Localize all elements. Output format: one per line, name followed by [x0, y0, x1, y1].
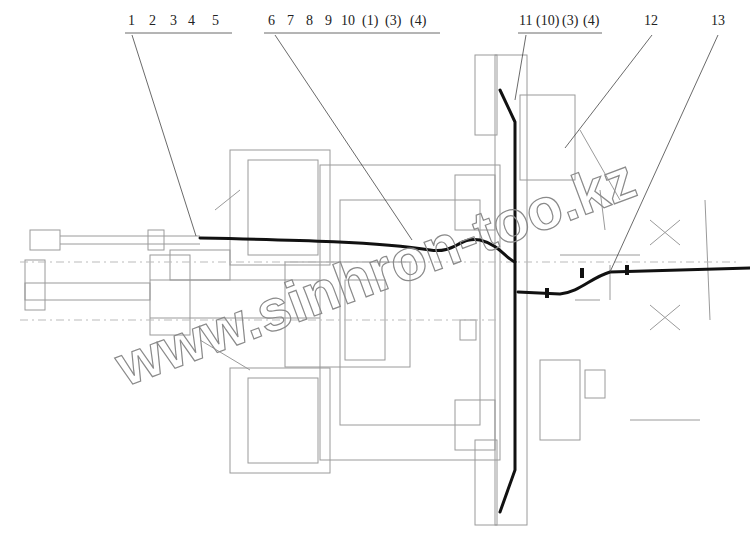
- callout-number: 3: [170, 14, 177, 28]
- callout-number: 4: [188, 14, 195, 28]
- callout-number: (4): [583, 14, 599, 28]
- watermark: www.sinhron-too.kz: [108, 149, 642, 396]
- callout-number: (3): [562, 14, 578, 28]
- callout-number: 13: [711, 14, 725, 28]
- callout-number: 1: [128, 14, 135, 28]
- callout-number: 2: [149, 14, 156, 28]
- callout-number: 8: [306, 14, 313, 28]
- callout-number: (1): [362, 14, 378, 28]
- callout-number: (3): [385, 14, 401, 28]
- callout-number: 9: [325, 14, 332, 28]
- callout-number: 5: [212, 14, 219, 28]
- callout-number: (10): [536, 14, 559, 28]
- callout-number: (4): [410, 14, 426, 28]
- callout-number: 7: [287, 14, 294, 28]
- callout-number: 10: [341, 14, 355, 28]
- callout-number: 12: [644, 14, 658, 28]
- callout-number: 11: [519, 14, 532, 28]
- callout-number: 6: [268, 14, 275, 28]
